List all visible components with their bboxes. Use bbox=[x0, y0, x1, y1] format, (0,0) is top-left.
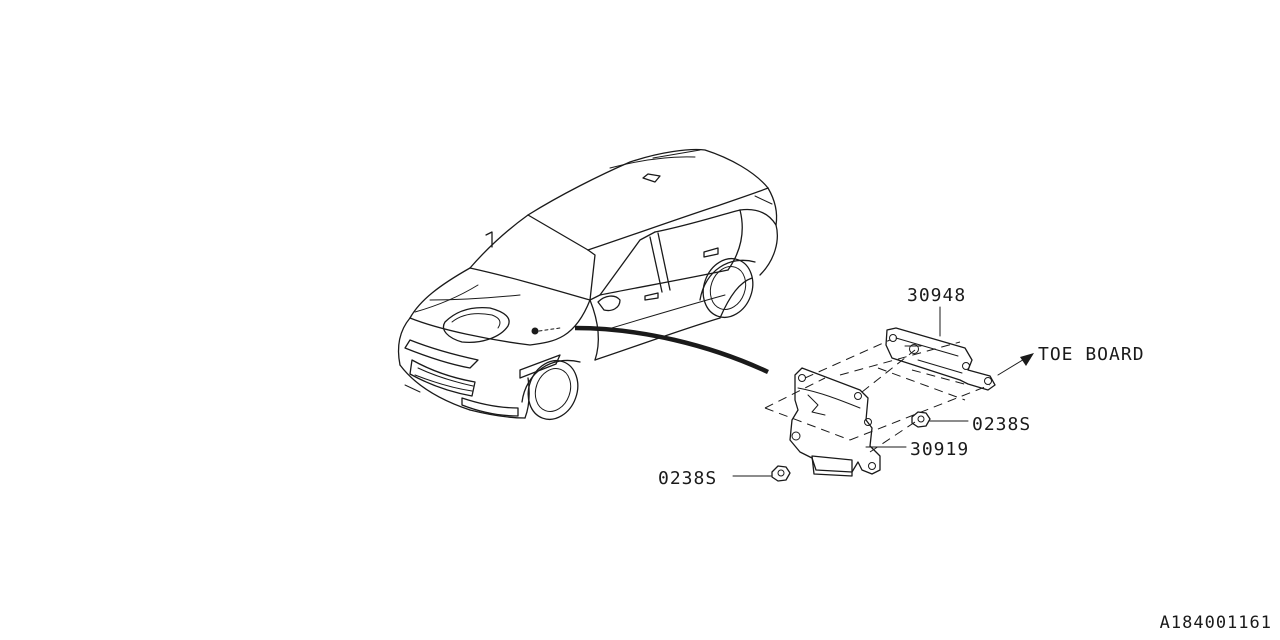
nut-lower-label: 0238S bbox=[658, 468, 717, 489]
nut-lower bbox=[771, 465, 791, 482]
control-unit-part bbox=[789, 367, 881, 477]
location-dot bbox=[531, 327, 539, 335]
callout-leaders bbox=[732, 306, 1034, 477]
vehicle-illustration bbox=[397, 148, 778, 421]
bracket-part bbox=[885, 327, 996, 391]
control-unit-part-label: 30919 bbox=[910, 439, 969, 460]
assembly-guides bbox=[764, 339, 991, 453]
toe-board-label: TOE BOARD bbox=[1038, 344, 1145, 365]
diagram-code: A184001161 bbox=[1160, 613, 1272, 633]
nut-upper-label: 0238S bbox=[972, 414, 1031, 435]
bracket-part-label: 30948 bbox=[907, 285, 966, 306]
location-leader bbox=[574, 325, 769, 375]
nut-upper bbox=[911, 411, 931, 428]
